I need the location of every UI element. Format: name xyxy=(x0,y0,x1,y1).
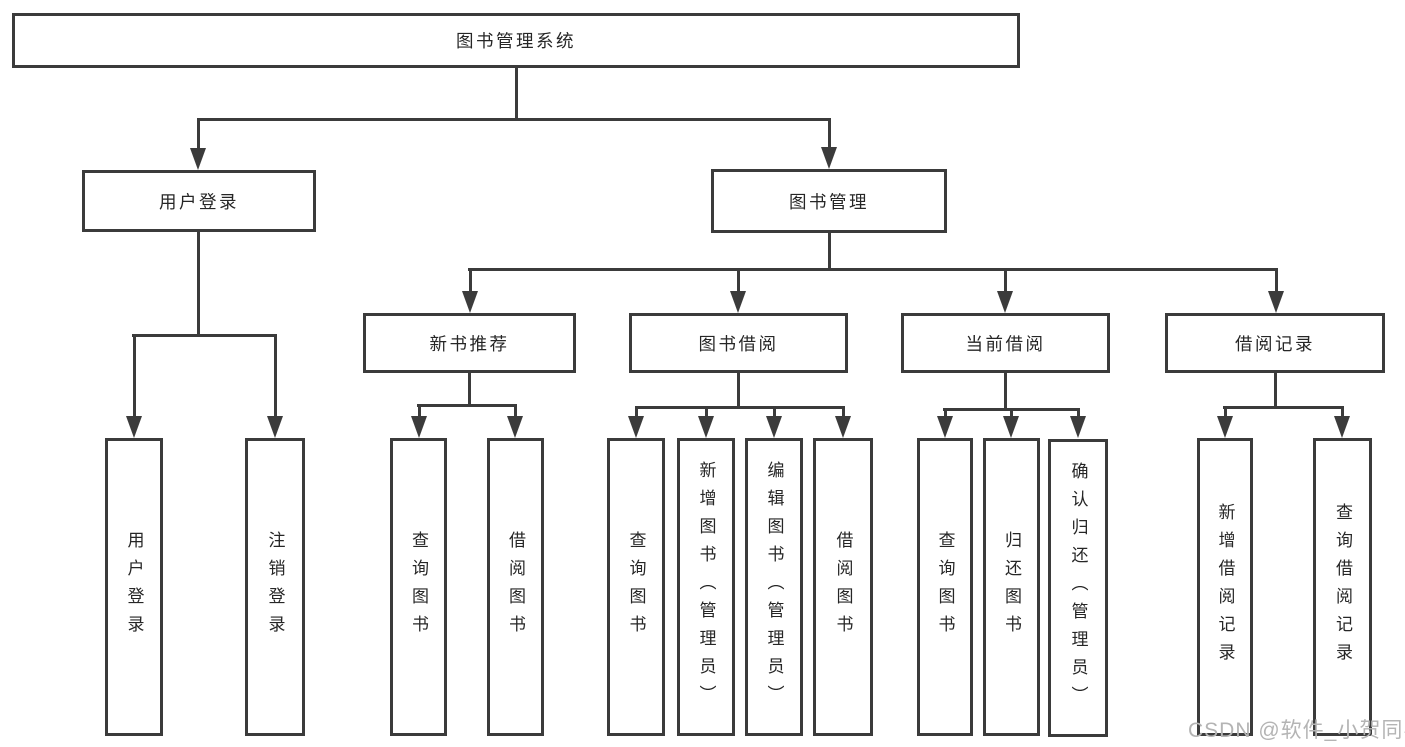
arrowhead-icon xyxy=(937,416,953,438)
arrowhead-icon xyxy=(411,416,427,438)
leaf-bb-add-books-admin: 新增图书（管理员） xyxy=(677,438,735,736)
arrowhead-icon xyxy=(1070,416,1086,438)
node-label: 用户登录 xyxy=(159,191,239,212)
connector-records-bus xyxy=(1223,406,1344,409)
arrowhead-icon xyxy=(462,291,478,313)
connector-new-rec-stub xyxy=(468,373,471,407)
arrow-to-bb-query xyxy=(628,406,644,438)
leaf-logout: 注销登录 xyxy=(245,438,305,736)
arrowhead-icon xyxy=(730,291,746,313)
arrow-to-current-borrow xyxy=(997,268,1013,313)
node-label: 借阅图书 xyxy=(506,531,525,643)
arrow-to-leaf-logout xyxy=(267,334,283,438)
node-label: 新书推荐 xyxy=(429,333,510,354)
node-borrowing-records: 借阅记录 xyxy=(1165,313,1385,373)
node-user-login: 用户登录 xyxy=(82,170,316,232)
arrow-to-leaf-login xyxy=(126,334,142,438)
node-label: 用户登录 xyxy=(124,531,144,643)
connector-user-login-stub xyxy=(197,232,200,336)
connector-records-stub xyxy=(1274,373,1277,409)
node-label: 借阅记录 xyxy=(1235,333,1315,354)
csdn-watermark: CSDN @软件_小贺同学 xyxy=(1188,719,1405,742)
connector-borrow-bus xyxy=(635,406,845,409)
node-label: 查询图书 xyxy=(626,531,646,643)
arrow-to-bb-edit xyxy=(766,406,782,438)
node-library-management-system: 图书管理系统 xyxy=(12,13,1020,68)
arrowhead-icon xyxy=(190,148,206,170)
arrow-to-br-add xyxy=(1217,406,1233,438)
arrowhead-icon xyxy=(1003,416,1019,438)
arrowhead-icon xyxy=(628,416,644,438)
connector-borrow-stub xyxy=(737,373,740,409)
leaf-br-query-record: 查询借阅记录 xyxy=(1313,438,1372,736)
node-book-management: 图书管理 xyxy=(711,169,947,233)
leaf-cb-return-books: 归还图书 xyxy=(983,438,1040,736)
node-label: 图书管理 xyxy=(789,191,869,212)
leaf-user-login: 用户登录 xyxy=(105,438,163,736)
arrow-to-cb-query xyxy=(937,408,953,438)
arrow-to-br-query xyxy=(1334,406,1350,438)
leaf-bb-query-books: 查询图书 xyxy=(607,438,665,736)
node-label: 借阅图书 xyxy=(833,531,853,643)
node-new-book-recommend: 新书推荐 xyxy=(363,313,576,373)
arrow-to-borrow-records xyxy=(1268,268,1284,313)
node-label: 归还图书 xyxy=(1002,531,1021,643)
arrowhead-icon xyxy=(766,416,782,438)
leaf-rec-query-books: 查询图书 xyxy=(390,438,447,736)
leaf-rec-borrow-books: 借阅图书 xyxy=(487,438,544,736)
node-label: 确认归还（管理员） xyxy=(1068,462,1088,714)
arrow-to-bb-borrow xyxy=(835,406,851,438)
leaf-cb-confirm-return-admin: 确认归还（管理员） xyxy=(1048,439,1108,737)
node-label: 注销登录 xyxy=(265,531,285,643)
arrowhead-icon xyxy=(698,416,714,438)
arrowhead-icon xyxy=(267,416,283,438)
arrowhead-icon xyxy=(997,291,1013,313)
node-label: 查询借阅记录 xyxy=(1333,503,1352,671)
node-book-borrowing: 图书借阅 xyxy=(629,313,848,373)
arrow-to-bb-add xyxy=(698,406,714,438)
arrow-to-book-mgmt xyxy=(821,118,837,169)
connector-root-stub xyxy=(515,68,518,120)
connector-new-rec-bus xyxy=(417,404,517,407)
arrowhead-icon xyxy=(1334,416,1350,438)
arrowhead-icon xyxy=(835,416,851,438)
arrowhead-icon xyxy=(821,147,837,169)
leaf-cb-query-books: 查询图书 xyxy=(917,438,973,736)
arrow-to-cb-confirm xyxy=(1070,408,1086,438)
leaf-bb-borrow-books: 借阅图书 xyxy=(813,438,873,736)
arrowhead-icon xyxy=(126,416,142,438)
node-label: 当前借阅 xyxy=(965,333,1046,354)
connector-current-stub xyxy=(1004,373,1007,411)
node-label: 新增图书（管理员） xyxy=(696,461,716,713)
node-label: 编辑图书（管理员） xyxy=(764,461,784,713)
connector-user-login-bus xyxy=(132,334,277,337)
arrowhead-icon xyxy=(507,416,523,438)
leaf-br-add-record: 新增借阅记录 xyxy=(1197,438,1253,736)
node-current-borrowing: 当前借阅 xyxy=(901,313,1110,373)
arrow-to-cb-return xyxy=(1003,408,1019,438)
connector-book-mgmt-stub xyxy=(828,233,831,271)
arrow-to-book-borrow xyxy=(730,268,746,313)
connector-level3-bus xyxy=(468,268,1277,271)
arrowhead-icon xyxy=(1268,291,1284,313)
arrow-to-user-login xyxy=(190,118,206,170)
arrow-to-new-book-rec xyxy=(462,268,478,313)
node-label: 图书管理系统 xyxy=(456,31,576,51)
node-label: 查询图书 xyxy=(409,531,428,643)
node-label: 图书借阅 xyxy=(698,333,779,354)
node-label: 查询图书 xyxy=(935,531,955,643)
arrow-to-rec-borrow xyxy=(507,404,523,438)
connector-level2-bus xyxy=(197,118,831,121)
leaf-bb-edit-books-admin: 编辑图书（管理员） xyxy=(745,438,803,736)
arrowhead-icon xyxy=(1217,416,1233,438)
node-label: 新增借阅记录 xyxy=(1215,503,1235,671)
arrow-to-rec-query xyxy=(411,404,427,438)
